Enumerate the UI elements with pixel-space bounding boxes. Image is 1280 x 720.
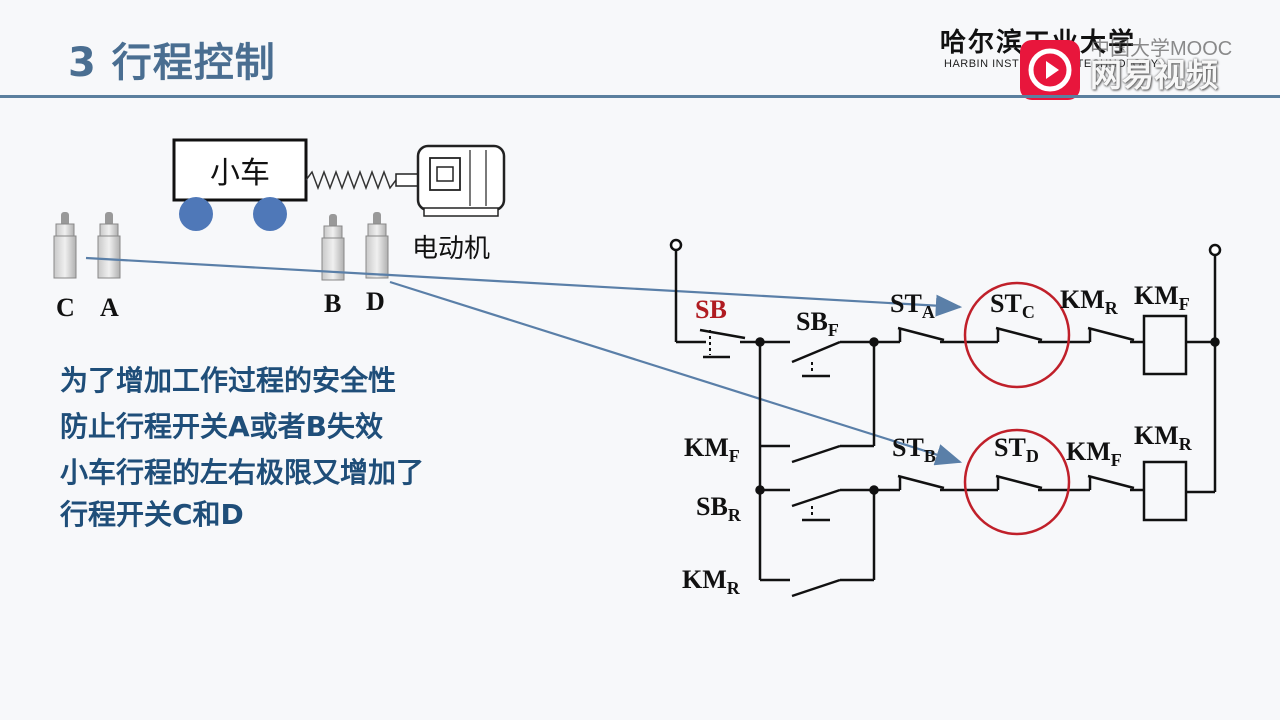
stc-highlight-circle [963, 281, 1071, 389]
switch-label-c: C [56, 293, 75, 322]
sb-contact [699, 328, 746, 340]
stb-contact [897, 474, 945, 490]
explanation-line-4: 行程开关C和D [60, 498, 244, 531]
motor-label: 电动机 [412, 234, 490, 264]
arrow-c-to-stc [85, 256, 963, 317]
limit-switch-b-icon [321, 214, 345, 281]
explanation-line-3: 小车行程的左右极限又增加了 [60, 456, 425, 489]
label-sta: STA [890, 289, 935, 322]
limit-switch-c-icon [53, 212, 77, 279]
cart: 小车 [172, 138, 308, 231]
label-kmr-coil: KMR [1134, 421, 1193, 454]
label-kmf-coil: KMF [1134, 281, 1190, 314]
label-stb: STB [892, 433, 936, 466]
label-kmr-aux: KMR [682, 565, 741, 598]
kmf-aux-contact [791, 444, 841, 464]
limit-switch-d-icon [365, 212, 389, 279]
video-watermark-text: 网易视频 [1090, 56, 1219, 94]
control-circuit [669, 238, 1222, 598]
motor-icon [395, 144, 506, 217]
explanation-line-1: 为了增加工作过程的安全性 [60, 364, 397, 397]
switch-label-b: B [324, 289, 341, 318]
cart-wheel-right [253, 197, 287, 231]
label-sbf: SBF [796, 307, 839, 340]
label-kmr-interlock: KMR [1060, 285, 1119, 318]
switch-label-d: D [366, 287, 385, 316]
video-logo-icon [1020, 40, 1080, 100]
stc-contact [995, 326, 1043, 342]
limit-switch-a-icon [97, 212, 121, 279]
explanation-line-2: 防止行程开关A或者B失效 [60, 410, 384, 443]
slide-header: 3 行程控制 哈尔滨工业大学 HARBIN INSTITUTE OF TECHN… [0, 0, 1280, 100]
kmr-aux-contact [791, 578, 841, 598]
switch-label-a: A [100, 293, 119, 322]
slide-title: 3 行程控制 [68, 40, 276, 86]
kmr-interlock-contact [1087, 326, 1135, 342]
label-kmf-interlock: KMF [1066, 437, 1122, 470]
cart-label: 小车 [210, 156, 270, 191]
kmf-coil [1142, 314, 1188, 376]
label-std: STD [994, 433, 1039, 466]
arrow-d-to-std [389, 280, 963, 466]
cart-wheel-left [179, 197, 213, 231]
cart-body [172, 138, 308, 202]
spring-coupling [305, 169, 397, 191]
std-contact [995, 474, 1043, 490]
label-sb: SB [695, 295, 727, 324]
std-highlight-circle [963, 428, 1071, 536]
label-stc: STC [990, 289, 1035, 322]
label-kmf-aux: KMF [684, 433, 740, 466]
sbr-contact [791, 488, 841, 508]
sbf-contact [791, 340, 841, 364]
sta-contact [897, 326, 945, 342]
label-sbr: SBR [696, 492, 742, 525]
kmf-interlock-contact [1087, 474, 1135, 490]
mooc-watermark: 中国大学MOOC [1090, 38, 1233, 60]
header-divider [0, 95, 1280, 98]
explanation-text: 为了增加工作过程的安全性 防止行程开关A或者B失效 小车行程的左右极限又增加了 … [60, 358, 424, 534]
kmr-coil [1142, 460, 1188, 522]
